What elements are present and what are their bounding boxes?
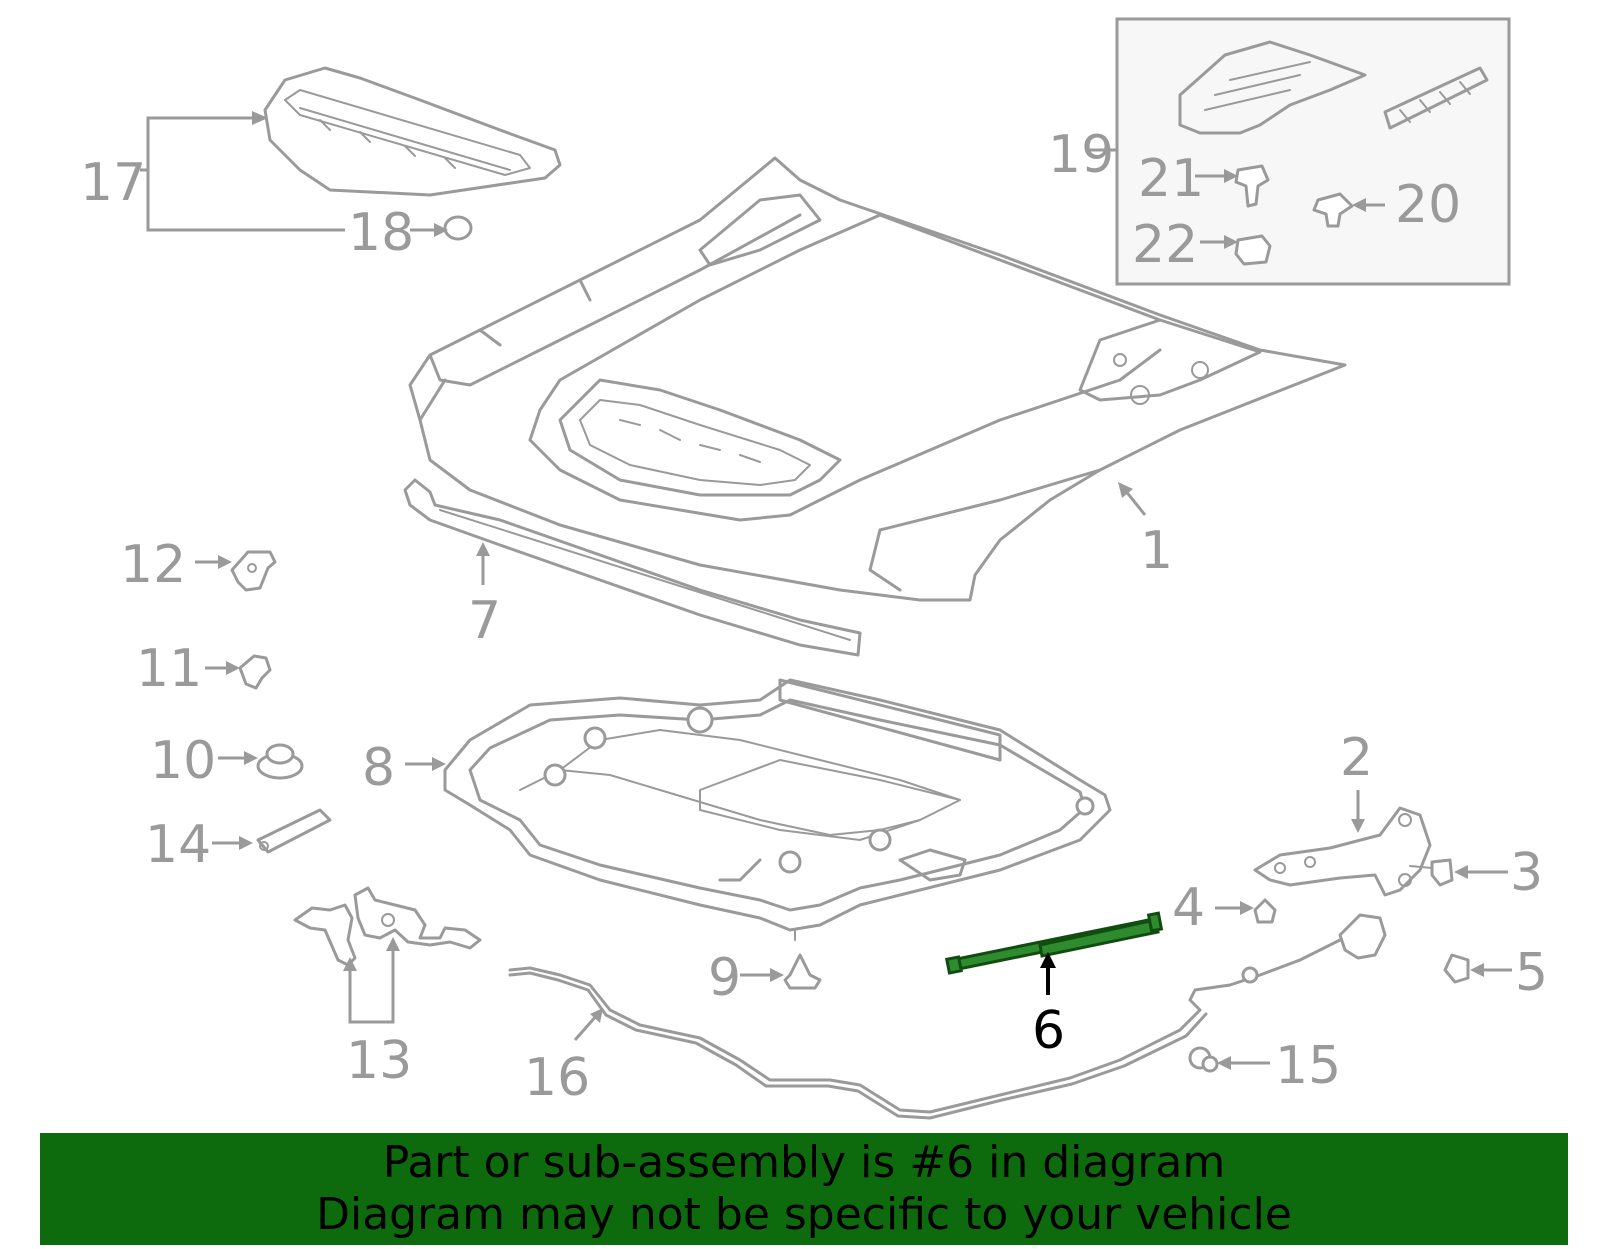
callout-16[interactable]: 16	[524, 1048, 590, 1108]
part-16-release-cable[interactable]	[508, 913, 1387, 1120]
callout-labels: 1 2 3 4 5 6 7 8 9 10 11 12 13 14 15 16 1…	[80, 125, 1548, 1108]
callout-12[interactable]: 12	[120, 535, 186, 595]
leader-lines	[140, 111, 1512, 1070]
callout-2[interactable]: 2	[1340, 728, 1373, 788]
part-3-bolt[interactable]	[1409, 858, 1454, 887]
callout-18[interactable]: 18	[348, 203, 414, 263]
info-banner: Part or sub-assembly is #6 in diagram Di…	[40, 1133, 1568, 1245]
part-15-clip[interactable]	[1188, 1046, 1219, 1073]
callout-19[interactable]: 19	[1048, 125, 1114, 185]
part-6-lift-support-strut[interactable]	[945, 911, 1164, 975]
banner-line-2: Diagram may not be specific to your vehi…	[316, 1189, 1292, 1240]
part-10-bumper[interactable]	[256, 743, 304, 780]
callout-15[interactable]: 15	[1275, 1036, 1341, 1096]
callout-22[interactable]: 22	[1132, 215, 1198, 275]
callout-20[interactable]: 20	[1395, 175, 1461, 235]
part-20-clip[interactable]	[1312, 192, 1354, 228]
part-1-hood-panel[interactable]	[408, 156, 1347, 602]
part-7-hood-seal[interactable]	[403, 478, 862, 657]
callout-17[interactable]: 17	[80, 153, 146, 213]
callout-4[interactable]: 4	[1172, 878, 1205, 938]
callout-5[interactable]: 5	[1515, 943, 1548, 1003]
part-11-clip[interactable]	[238, 654, 272, 690]
part-2-hood-hinge[interactable]	[1253, 806, 1432, 897]
part-12-nut-clip[interactable]	[230, 550, 277, 592]
callout-3[interactable]: 3	[1510, 843, 1543, 903]
callout-11[interactable]: 11	[136, 639, 202, 699]
part-8-hood-inner-panel[interactable]	[443, 678, 1112, 941]
callout-14[interactable]: 14	[145, 815, 211, 875]
part-9-push-clip[interactable]	[783, 953, 822, 990]
callout-21[interactable]: 21	[1138, 149, 1204, 209]
callout-10[interactable]: 10	[150, 731, 216, 791]
part-21-push-pin[interactable]	[1234, 164, 1270, 208]
callout-1[interactable]: 1	[1140, 521, 1173, 581]
leader-6	[1040, 952, 1056, 995]
callout-9[interactable]: 9	[708, 948, 741, 1008]
inset-box	[1115, 17, 1511, 286]
callout-7[interactable]: 7	[468, 591, 501, 651]
banner-line-1: Part or sub-assembly is #6 in diagram	[382, 1137, 1226, 1188]
callout-8[interactable]: 8	[362, 738, 395, 798]
part-13-hood-latch[interactable]	[293, 886, 482, 967]
part-4-nut[interactable]	[1253, 898, 1277, 924]
part-19-scoop-assembly[interactable]	[1178, 40, 1489, 135]
part-17-hood-scoop[interactable]	[263, 66, 562, 197]
part-22-grommet[interactable]	[1234, 234, 1272, 266]
part-5-clip[interactable]	[1443, 953, 1470, 984]
part-14-strip[interactable]	[256, 808, 332, 854]
part-18-clip[interactable]	[443, 215, 473, 241]
callout-13[interactable]: 13	[346, 1031, 412, 1091]
callout-6[interactable]: 6	[1032, 1001, 1065, 1061]
